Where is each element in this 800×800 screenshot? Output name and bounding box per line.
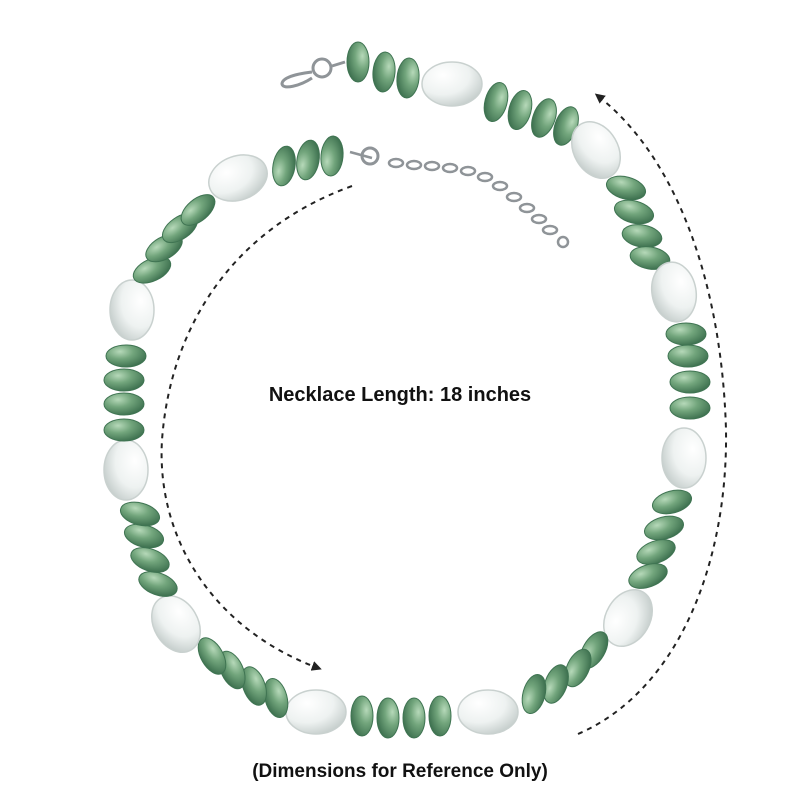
aventurine-bead	[320, 135, 344, 177]
quartz-bead	[457, 689, 519, 735]
aventurine-bead	[272, 145, 296, 187]
aventurine-bead	[376, 697, 400, 739]
aventurine-bead	[613, 199, 655, 225]
aventurine-bead	[483, 81, 509, 123]
aventurine-bead	[629, 246, 671, 270]
aventurine-bead	[103, 418, 145, 442]
aventurine-bead	[531, 98, 557, 138]
aventurine-bead	[350, 695, 374, 737]
dashed-arrow-left	[160, 185, 353, 671]
quartz-bead	[421, 61, 483, 107]
aventurine-bead	[402, 697, 426, 739]
aventurine-bead	[428, 695, 452, 737]
aventurine-bead	[543, 664, 569, 704]
quartz-bead	[109, 279, 155, 341]
aventurine-bead	[507, 89, 533, 131]
aventurine-bead	[665, 322, 707, 346]
quartz-bead	[285, 689, 347, 735]
aventurine-bead	[564, 648, 592, 688]
aventurine-bead	[605, 175, 647, 201]
aventurine-bead	[521, 673, 547, 715]
aventurine-bead	[667, 344, 709, 368]
aventurine-bead	[669, 370, 711, 394]
quartz-bead	[208, 154, 268, 202]
quartz-bead	[571, 121, 621, 179]
quartz-bead	[650, 261, 698, 323]
dimensions-disclaimer: (Dimensions for Reference Only)	[252, 761, 548, 782]
aventurine-bead	[138, 571, 178, 597]
aventurine-bead	[372, 51, 396, 93]
aventurine-bead	[651, 489, 693, 515]
quartz-bead	[603, 589, 653, 647]
aventurine-bead	[296, 139, 320, 181]
aventurine-bead	[346, 41, 370, 83]
bead-strand	[103, 41, 711, 739]
aventurine-bead	[197, 637, 227, 675]
extension-chain	[349, 146, 570, 249]
aventurine-bead	[119, 501, 161, 527]
aventurine-bead	[636, 539, 676, 565]
aventurine-bead	[130, 547, 170, 573]
aventurine-bead	[180, 194, 216, 226]
aventurine-bead	[669, 396, 711, 420]
dashed-arrow-right	[577, 93, 728, 735]
aventurine-bead	[241, 666, 267, 706]
quartz-bead	[661, 427, 707, 489]
aventurine-bead	[621, 224, 663, 248]
aventurine-bead	[628, 563, 668, 589]
necklace-length-label: Necklace Length: 18 inches	[268, 384, 532, 406]
aventurine-bead	[103, 368, 145, 392]
lobster-clasp	[280, 57, 346, 89]
quartz-bead	[103, 439, 149, 501]
aventurine-bead	[132, 256, 172, 284]
aventurine-bead	[103, 392, 145, 416]
quartz-bead	[151, 595, 201, 653]
aventurine-bead	[105, 344, 147, 368]
aventurine-bead	[396, 57, 420, 99]
aventurine-bead	[643, 515, 685, 541]
